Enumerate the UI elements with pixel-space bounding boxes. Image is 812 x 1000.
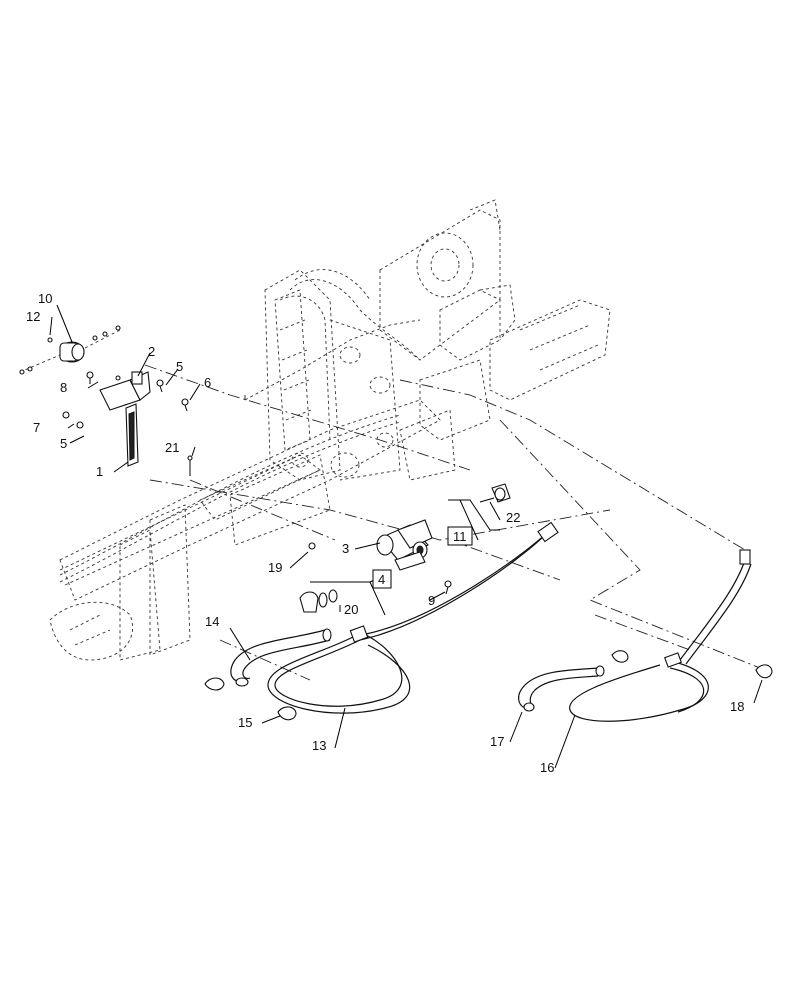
callout-7: 7: [33, 420, 40, 435]
part-22-fitting: [479, 483, 511, 503]
callout-5b: 5: [60, 436, 67, 451]
callout-10: 10: [38, 291, 52, 306]
part-21-fittings: [299, 589, 338, 613]
callout-5a: 5: [176, 359, 183, 374]
callout-16: 16: [540, 760, 554, 775]
callout-21: 20: [344, 602, 358, 617]
part-18-clamp: [755, 664, 773, 679]
callout-22: 22: [506, 510, 520, 525]
callout-box-11: [447, 526, 473, 546]
wiring-harness: [59, 319, 421, 583]
part-15-clamp: [277, 706, 297, 721]
callout-6: 6: [204, 375, 211, 390]
hose-16: [569, 549, 752, 722]
callout-2: 2: [148, 344, 155, 359]
callout-1: 1: [96, 464, 103, 479]
machine-frame: [49, 199, 611, 661]
callout-15: 15: [238, 715, 252, 730]
callout-labels: 10 12 2 5 6 8 7 5 21 1 22 11 3 19 4 9 20…: [26, 291, 744, 775]
callout-box-4: [372, 569, 392, 589]
part-1-slotted-rail: [125, 403, 139, 467]
hose-17: [518, 665, 605, 712]
callout-13: 13: [312, 738, 326, 753]
callout-9: 9: [428, 593, 435, 608]
callout-19: 19: [268, 560, 282, 575]
callout-17: 17: [490, 734, 504, 749]
callout-14: 14: [205, 614, 219, 629]
part-3-pump: [376, 519, 433, 571]
callout-3: 3: [342, 541, 349, 556]
hose-13: [267, 521, 559, 714]
callout-20: 21: [165, 440, 179, 455]
callout-11: 11: [453, 529, 467, 544]
part-2-bracket: [99, 371, 151, 411]
phantom-lines: [144, 364, 766, 681]
hose-14: [204, 628, 332, 691]
callout-18: 18: [730, 699, 744, 714]
part-10-sensor: [19, 325, 121, 375]
callout-8: 8: [60, 380, 67, 395]
callout-4: 4: [378, 572, 385, 587]
leader-lines: [49, 304, 763, 769]
callout-12: 12: [26, 309, 40, 324]
hardware-fasteners: [62, 371, 452, 595]
